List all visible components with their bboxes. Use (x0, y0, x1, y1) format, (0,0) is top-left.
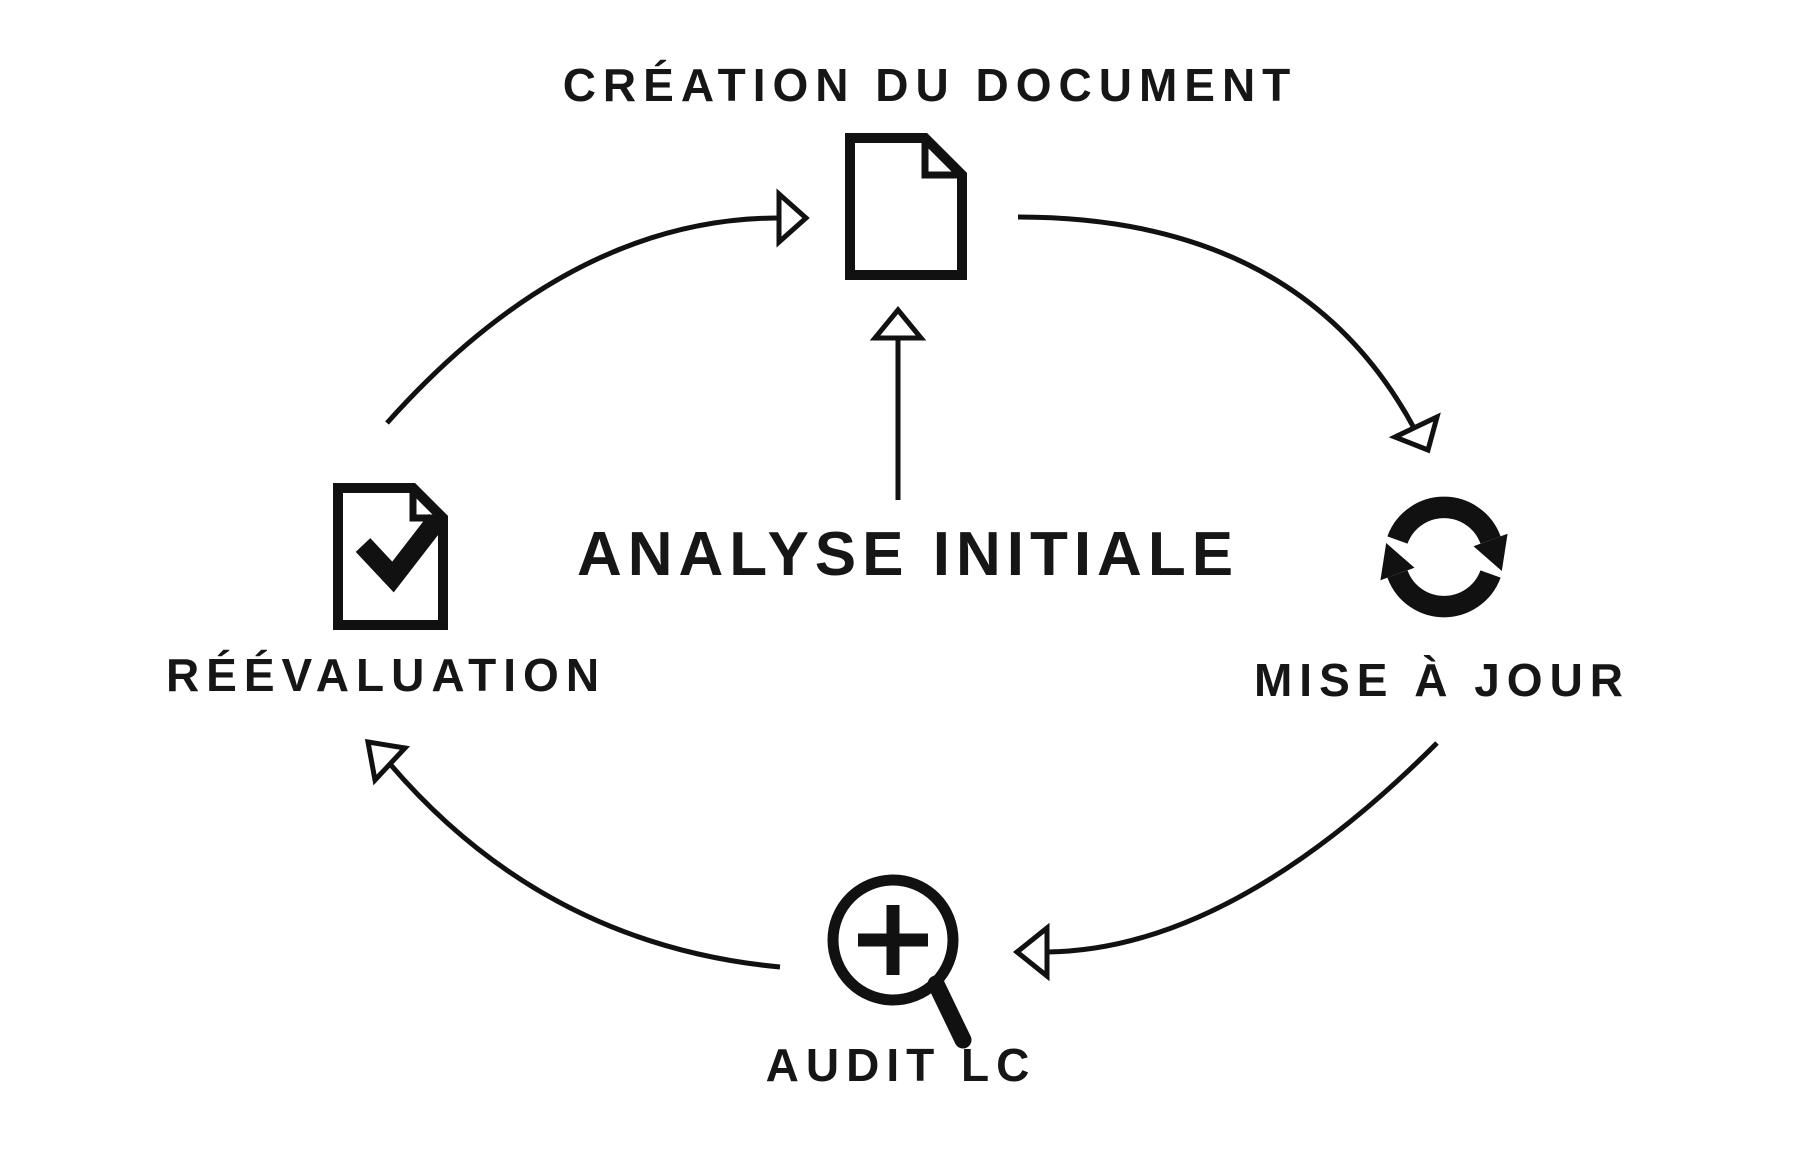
arrow-reevaluation-to-creation (385, 188, 810, 425)
arrow-mise-a-jour-to-audit (1012, 741, 1439, 982)
node-label-creation: CRÉATION DU DOCUMENT (562, 59, 1298, 111)
node-label-mise-a-jour: MISE À JOUR (1253, 654, 1631, 706)
center-label-analyse-initiale: ANALYSE INITIALE (576, 520, 1240, 589)
node-label-audit-lc: AUDIT LC (765, 1039, 1037, 1091)
zoom-in-icon (827, 874, 972, 1049)
node-label-reevaluation: RÉÉVALUATION (165, 649, 607, 701)
document-check-icon (333, 483, 448, 630)
document-icon (845, 133, 967, 280)
arrow-analyse-to-creation (869, 306, 927, 500)
arrow-creation-to-mise-a-jour (1017, 214, 1441, 454)
arrow-audit-to-reevaluation (364, 738, 781, 970)
refresh-icon (1380, 496, 1508, 618)
